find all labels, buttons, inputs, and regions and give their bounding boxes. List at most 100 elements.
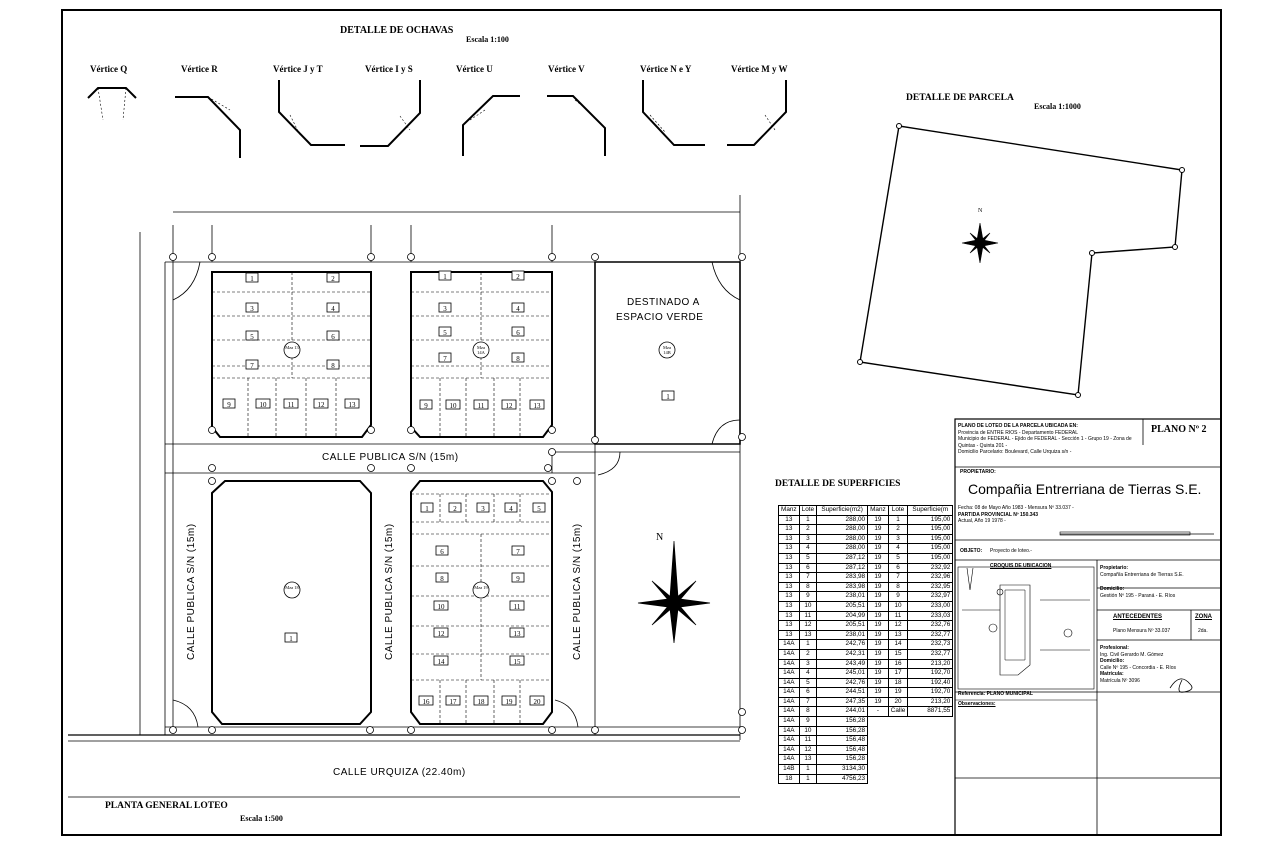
objeto-label: OBJETO: [960, 548, 983, 554]
table-cell: 12 [798, 620, 818, 631]
table-cell: 13 [778, 524, 800, 535]
table-cell: 288,00 [816, 543, 869, 554]
svg-text:14: 14 [438, 658, 446, 666]
table-cell [888, 774, 908, 784]
north-arrow [637, 540, 711, 644]
table-cell: 4 [798, 543, 818, 554]
svg-text:7: 7 [443, 355, 447, 363]
table-cell [888, 736, 908, 746]
svg-text:9: 9 [227, 401, 231, 409]
svg-text:10: 10 [260, 401, 268, 409]
table-cell: 19 [867, 552, 889, 564]
svg-text:10: 10 [438, 603, 446, 611]
svg-text:11: 11 [514, 603, 521, 611]
svg-text:3: 3 [481, 505, 485, 513]
svg-text:6: 6 [440, 548, 444, 556]
superficies-table: Manz Lote Superficie(m2) Manz Lote Super… [778, 505, 954, 785]
espacio-verde-line2: ESPACIO VERDE [616, 312, 704, 323]
table-cell: 19 [867, 562, 889, 574]
svg-text:12: 12 [318, 401, 326, 409]
table-cell: 11 [798, 610, 818, 622]
calle-publica-vertical-1: CALLE PUBLICA S/N (15m) [186, 523, 197, 660]
svg-text:1: 1 [289, 635, 293, 643]
col-header: Manz [778, 505, 800, 516]
svg-text:3: 3 [443, 305, 447, 313]
table-cell: 19 [887, 687, 909, 698]
table-cell: 2 [798, 648, 818, 660]
table-cell: 13 [778, 581, 800, 593]
table-cell: 1 [798, 764, 818, 775]
col-header: Lote [798, 505, 818, 516]
table-cell: 14A [778, 668, 800, 679]
planta-general [68, 195, 741, 798]
table-cell [888, 726, 908, 736]
table-cell [868, 755, 889, 765]
svg-text:4: 4 [516, 305, 520, 313]
table-cell [888, 765, 908, 775]
lot-number-boxes: 1 2 3 4 5 6 7 8 9 10 11 12 13 1 2 3 4 5 … [222, 270, 675, 706]
manzana-13-label: Mza 13 [285, 345, 299, 350]
svg-text:16: 16 [423, 698, 431, 706]
table-cell: 288,00 [816, 524, 869, 535]
svg-text:1: 1 [250, 275, 254, 283]
parcela-outline: N [857, 123, 1185, 398]
table-cell: 10 [798, 600, 818, 612]
table-cell: 5 [798, 552, 818, 564]
table-cell: 19 [867, 543, 889, 554]
svg-text:15: 15 [514, 658, 522, 666]
table-cell: 13 [798, 754, 818, 766]
lot-lines [212, 272, 552, 724]
table-cell: 14B [778, 764, 800, 775]
table-cell: Calle [887, 706, 909, 718]
domicilio-detail: Domicilio: Gestión Nº 195 - Paraná - E. … [1100, 586, 1176, 599]
svg-text:2: 2 [331, 275, 335, 283]
table-cell: 14 [887, 639, 909, 650]
table-cell: 243,49 [816, 658, 869, 670]
svg-text:7: 7 [516, 548, 520, 556]
table-cell: 10 [798, 725, 818, 737]
svg-text:13: 13 [534, 402, 542, 410]
table-cell [888, 755, 908, 765]
table-cell: 10 [887, 600, 909, 612]
svg-text:19: 19 [506, 698, 514, 706]
parcela-title: DETALLE DE PARCELA [906, 93, 1014, 103]
table-cell: 6 [887, 562, 909, 574]
table-cell: 6 [798, 687, 818, 698]
svg-text:6: 6 [331, 333, 335, 341]
table-cell: 19 [867, 696, 889, 708]
table-cell: 13 [778, 514, 800, 526]
table-cell: 13 [778, 591, 800, 602]
table-cell: 7 [798, 572, 818, 583]
vertice-v-label: Vértice V [548, 64, 585, 74]
table-cell: 19 [867, 658, 889, 670]
svg-text:20: 20 [534, 698, 542, 706]
ochavas-details [87, 80, 787, 158]
table-cell: 19 [867, 610, 889, 622]
svg-text:12: 12 [506, 402, 514, 410]
svg-text:9: 9 [424, 402, 428, 410]
table-cell: 156,28 [816, 716, 869, 727]
table-cell: 213,20 [907, 696, 954, 708]
table-cell: 13 [778, 562, 800, 574]
table-cell: 242,76 [816, 639, 869, 650]
table-cell: 14A [778, 687, 800, 698]
table-cell: 13 [778, 552, 800, 564]
manzana-14a-label: Mza 14A [477, 345, 485, 355]
